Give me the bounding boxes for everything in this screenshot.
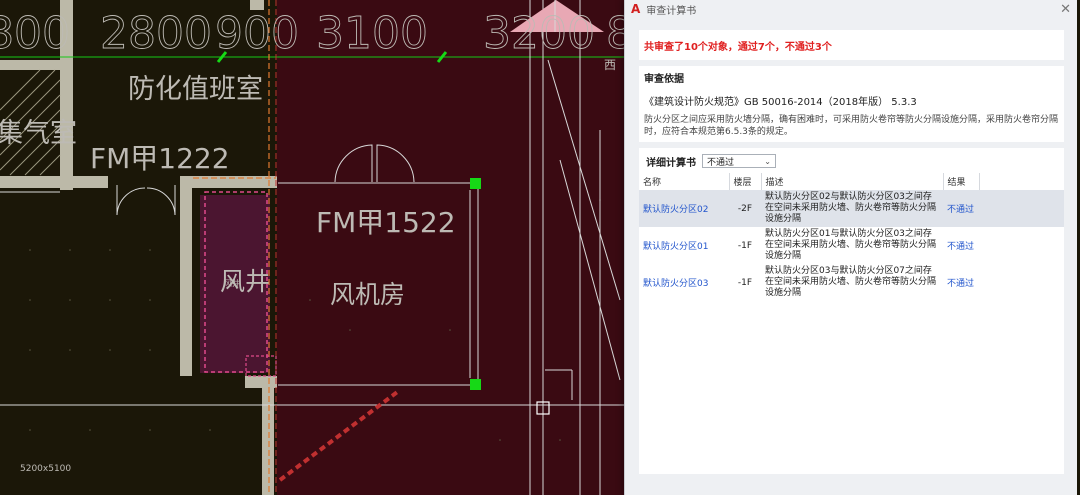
description-cell: 默认防火分区01与默认防火分区03之间存在空间未采用防火墙、防火卷帘等防火分隔设… xyxy=(765,229,937,261)
room-label: FM甲1522 xyxy=(316,206,456,239)
dialog-titlebar[interactable]: A 审查计算书 ✕ xyxy=(625,0,1077,18)
axis-ticks xyxy=(216,51,448,63)
dim-label: 2800 xyxy=(100,8,212,59)
result-cell: 不通过 xyxy=(947,242,975,252)
spec-reference: 《建筑设计防火规范》GB 50016-2014（2018年版） 5.3.3 xyxy=(644,97,917,108)
small-label: 风井 xyxy=(224,278,240,288)
room-label: 集气室 xyxy=(0,118,77,149)
filter-value: 不通过 xyxy=(707,157,735,168)
shaft-highlight xyxy=(200,195,270,373)
app-logo-icon: A xyxy=(631,2,641,16)
spec-description: 防火分区之间应采用防火墙分隔，确有困难时，可采用防火卷帘等防火分隔设施分隔，采用… xyxy=(644,115,1059,137)
walls xyxy=(0,0,277,495)
room-label: 风机房 xyxy=(330,280,405,309)
cursor-pickbox xyxy=(536,401,550,415)
grip-handle[interactable] xyxy=(470,178,481,189)
room-label: 防化值班室 xyxy=(128,74,263,105)
dialog-title: 审查计算书 xyxy=(646,5,697,17)
results-table: 名称 楼层 描述 结果 默认防火分区02 -2F 默认防火分区02与默认防火分区… xyxy=(639,173,1064,301)
detail-heading: 详细计算书 xyxy=(646,157,696,169)
dim-label: 3100 xyxy=(316,8,428,59)
table-header-row: 名称 楼层 描述 结果 xyxy=(639,173,1064,190)
column-header-blank xyxy=(979,173,1064,190)
room-label: 风井 xyxy=(220,267,270,296)
column-header[interactable]: 描述 xyxy=(761,173,944,190)
grip-handles[interactable] xyxy=(470,178,481,390)
detail-panel: 详细计算书 不通过 ⌄ 名称 楼层 描述 结果 默认防火 xyxy=(639,148,1064,474)
table-row[interactable]: 默认防火分区03 -1F 默认防火分区03与默认防火分区07之间存在空间未采用防… xyxy=(639,264,1064,301)
room-label: FM甲1222 xyxy=(90,142,230,175)
result-cell: 不通过 xyxy=(947,279,975,289)
floor-cell: -2F xyxy=(737,203,753,214)
close-icon[interactable]: ✕ xyxy=(1060,1,1071,17)
dimension-labels: 800 2800 900 3100 3200 8 xyxy=(0,8,634,60)
zone-name-link[interactable]: 默认防火分区02 xyxy=(643,205,709,215)
selection-outlines xyxy=(193,0,402,495)
small-label: 5200x5100 xyxy=(20,464,71,474)
floor-cell: -1F xyxy=(737,240,753,251)
grip-handle[interactable] xyxy=(470,379,481,390)
column-header[interactable]: 楼层 xyxy=(729,173,762,190)
basis-panel: 审查依据 《建筑设计防火规范》GB 50016-2014（2018年版） 5.3… xyxy=(639,66,1064,142)
north-arrow-icon xyxy=(510,0,604,32)
basis-heading: 审查依据 xyxy=(644,74,684,85)
fire-zone-highlight xyxy=(277,0,627,495)
description-cell: 默认防火分区03与默认防火分区07之间存在空间未采用防火墙、防火卷帘等防火分隔设… xyxy=(765,266,937,298)
result-filter-select[interactable]: 不通过 ⌄ xyxy=(702,154,776,168)
column-header[interactable]: 名称 xyxy=(639,173,730,190)
dim-label: 3200 xyxy=(483,8,595,59)
floor-cell: -1F xyxy=(737,277,753,288)
description-cell: 默认防火分区02与默认防火分区03之间存在空间未采用防火墙、防火卷帘等防火分隔设… xyxy=(765,192,937,224)
summary-panel: 共审查了10个对象，通过7个，不通过3个 xyxy=(639,30,1064,60)
chevron-down-icon: ⌄ xyxy=(764,156,771,166)
room-labels: 防化值班室 集气室 FM甲1222 FM甲1522 风井 风机房 西 风井 52… xyxy=(0,58,616,474)
dim-label: 800 xyxy=(0,8,70,59)
zone-name-link[interactable]: 默认防火分区01 xyxy=(643,242,709,252)
column-header[interactable]: 结果 xyxy=(943,173,980,190)
dim-label: 900 xyxy=(215,8,299,59)
review-calc-dialog: A 审查计算书 ✕ 共审查了10个对象，通过7个，不通过3个 审查依据 《建筑设… xyxy=(624,0,1077,495)
table-row[interactable]: 默认防火分区01 -1F 默认防火分区01与默认防火分区03之间存在空间未采用防… xyxy=(639,227,1064,264)
zone-name-link[interactable]: 默认防火分区03 xyxy=(643,279,709,289)
cad-lines xyxy=(0,0,627,495)
result-cell: 不通过 xyxy=(947,205,975,215)
summary-text: 共审查了10个对象，通过7个，不通过3个 xyxy=(644,41,832,53)
table-row[interactable]: 默认防火分区02 -2F 默认防火分区02与默认防火分区03之间存在空间未采用防… xyxy=(639,190,1064,227)
hatch-area xyxy=(0,69,61,176)
small-label: 西 xyxy=(604,58,616,72)
